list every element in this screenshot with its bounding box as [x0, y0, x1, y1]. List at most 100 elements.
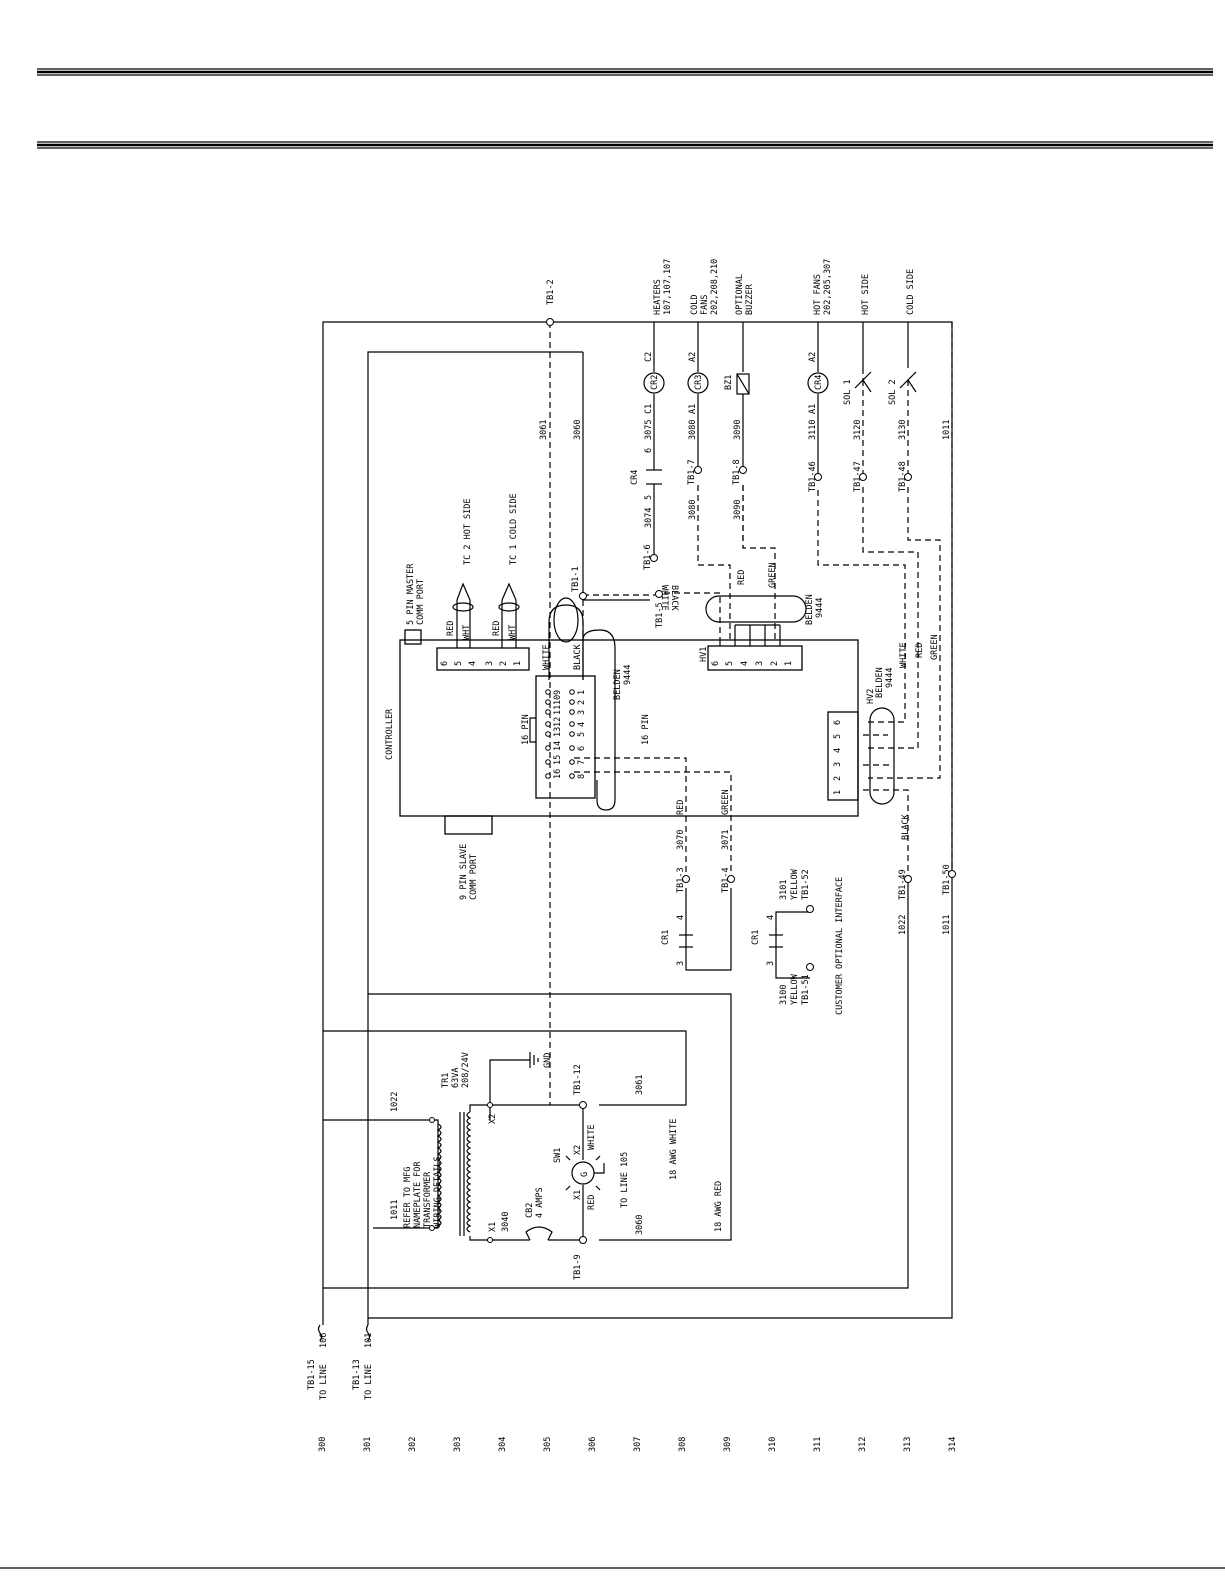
- hv2-block: [827, 711, 859, 801]
- tb1-50-label: TB1-50: [942, 864, 952, 895]
- wire-number: 1022: [898, 915, 908, 935]
- buzzer-bz1: [736, 373, 750, 395]
- pin-label: 2: [833, 776, 843, 781]
- wire-number: 3090: [733, 420, 743, 440]
- tb1-8-label: TB1-8: [732, 459, 742, 485]
- wire-number: 3060: [635, 1215, 645, 1235]
- wire-number: 3061: [635, 1075, 645, 1095]
- tc-wire-color: WHT: [508, 625, 518, 640]
- black-wire-label: BLACK: [669, 585, 679, 611]
- tb1-9-label: TB1-9: [573, 1254, 583, 1280]
- contact-number: 4: [676, 915, 686, 920]
- terminal-tb1-12[interactable]: [579, 1101, 587, 1109]
- wire-number: 1022: [390, 1092, 400, 1112]
- tc-terminal-block: [436, 647, 530, 671]
- tc-wire-color: WHT: [462, 625, 472, 640]
- hot-fans-ref: 202,205,307: [823, 259, 833, 315]
- sw1-label: SW1: [553, 1148, 563, 1163]
- cr2-label: CR2: [650, 375, 660, 390]
- belden-number: 9444: [885, 668, 895, 688]
- wire-number: 3101: [779, 880, 789, 900]
- to-line-label: TO LINE: [364, 1364, 374, 1400]
- belden-number: 9444: [623, 665, 633, 685]
- terminal-tb1-50[interactable]: [948, 870, 956, 878]
- tb1-52-label: TB1-52: [801, 869, 811, 900]
- x2-label: X2: [488, 1114, 498, 1124]
- top-terminals: TB1-2 3061 3060 TB1-1 TB1-5 WHITE BLACK …: [539, 279, 952, 628]
- terminal-tb1-2[interactable]: [546, 318, 554, 326]
- terminal-tb1-7[interactable]: [694, 466, 702, 474]
- tb1-2-label: TB1-2: [546, 279, 556, 305]
- black-wire-label: BLACK: [901, 814, 911, 840]
- pin-label: 4: [833, 748, 843, 753]
- wire-number: 3071: [721, 830, 731, 850]
- tc-wire-color: RED: [446, 621, 456, 636]
- hv1-label: HV1: [699, 647, 709, 662]
- terminal-tb1-47[interactable]: [859, 473, 867, 481]
- rung-number: 301: [363, 1437, 373, 1452]
- pin-label: 2: [499, 661, 509, 666]
- wire-number: 3090: [733, 500, 743, 520]
- cr3-coil: [687, 372, 709, 394]
- terminal-tb1-51[interactable]: [806, 963, 814, 971]
- white-wire-label: WHITE: [899, 642, 909, 668]
- connector-pin: [545, 709, 551, 715]
- green-wire-label: GREEN: [930, 634, 940, 660]
- 16-pin-label: 16 PIN: [521, 714, 531, 745]
- terminal-tb1-1[interactable]: [579, 592, 587, 600]
- c1-label: C1: [644, 404, 654, 414]
- red-wire-label: RED: [676, 800, 686, 815]
- terminal-tb1-52[interactable]: [806, 905, 814, 913]
- tb1-1-label: TB1-1: [571, 566, 581, 592]
- master-comm-port[interactable]: [404, 629, 422, 645]
- pin-label: 1: [833, 790, 843, 795]
- c2-label: C2: [644, 352, 654, 362]
- pin-label: 4: [740, 661, 750, 666]
- pin-label: 5: [725, 661, 735, 666]
- terminal-tb1-5[interactable]: [655, 590, 663, 598]
- sol1-label: SOL 1: [843, 379, 853, 405]
- tb1-15-label: TB1-15: [307, 1359, 317, 1390]
- terminal-tb1-9[interactable]: [579, 1236, 587, 1244]
- rung-number: 311: [813, 1437, 823, 1452]
- terminal-tb1-46[interactable]: [814, 473, 822, 481]
- pin-label: 5: [454, 661, 464, 666]
- tc2-label: TC 2 HOT SIDE: [463, 498, 473, 565]
- awg-red-label: 18 AWG RED: [714, 1181, 724, 1232]
- rung-number: 304: [498, 1437, 508, 1452]
- contact-number: 6: [644, 448, 654, 453]
- rung-number: 306: [588, 1437, 598, 1452]
- connector-pin-number: 5: [577, 732, 587, 737]
- contact-number: 5: [644, 495, 654, 500]
- customer-interface-title: CUSTOMER OPTIONAL INTERFACE: [835, 877, 845, 1015]
- sw1-x2-label: X2: [573, 1145, 583, 1155]
- terminal-tb1-3[interactable]: [682, 875, 690, 883]
- slave-comm-port[interactable]: [444, 815, 493, 835]
- terminal-tb1-6[interactable]: [650, 554, 658, 562]
- header-rules: [0, 68, 1225, 1569]
- yellow-wire-label: YELLOW: [790, 868, 800, 900]
- rung-number: 313: [903, 1437, 913, 1452]
- bz1-label: BZ1: [724, 375, 734, 390]
- connector-pin: [545, 759, 551, 765]
- terminal-tb1-49[interactable]: [904, 875, 912, 883]
- tr1-rating: 63VA: [451, 1068, 461, 1088]
- terminal-tb1-48[interactable]: [904, 473, 912, 481]
- tb1-51-label: TB1-51: [801, 974, 811, 1005]
- connector-pin: [569, 773, 575, 779]
- cr1-label: CR1: [661, 930, 671, 945]
- rung-numbers: 300 301 302 303 304 305 306 307 308 309 …: [318, 1437, 958, 1452]
- connector-pin-number: 3: [577, 710, 587, 715]
- tb1-46-label: TB1-46: [808, 461, 818, 492]
- tb1-7-label: TB1-7: [687, 459, 697, 485]
- cold-fans-ref: 202,208,210: [710, 259, 720, 315]
- connector-pin: [569, 745, 575, 751]
- belden-number: 9444: [815, 598, 825, 618]
- terminal-tb1-4[interactable]: [727, 875, 735, 883]
- terminal-tb1-8[interactable]: [739, 466, 747, 474]
- 16-pin-connector: [535, 675, 596, 799]
- connector-pin-number: 7: [577, 760, 587, 765]
- hv1-connector: HV1 6 5 4 3 2 1 BELDEN 9444: [699, 594, 825, 671]
- a2-label: A2: [808, 352, 818, 362]
